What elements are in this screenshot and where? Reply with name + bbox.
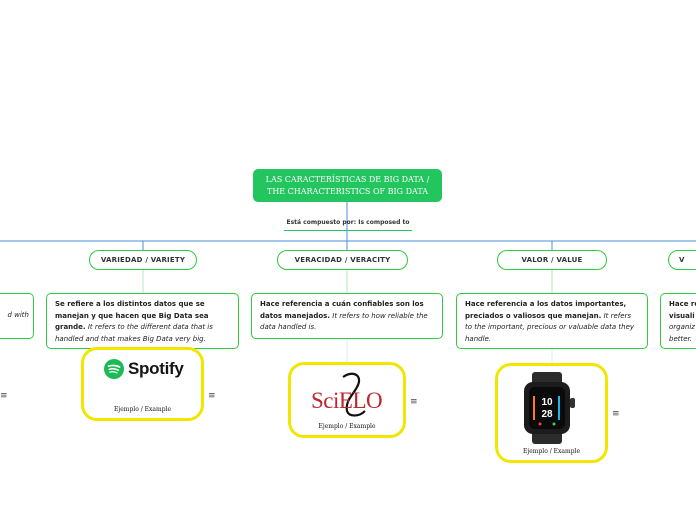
menu-icon[interactable]: ≡ (0, 391, 8, 401)
watch-minutes: 28 (541, 409, 553, 420)
scielo-logo: SciELO (305, 371, 391, 419)
spotify-icon (104, 359, 124, 379)
watch-hours: 10 (541, 397, 553, 408)
category-value-label: VALOR / VALUE (521, 256, 583, 264)
desc-partial-right-line4: better. (669, 334, 693, 343)
smartwatch-icon: 10 28 (524, 372, 575, 444)
desc-partial-right[interactable]: Hace re visuali organiz better. (660, 293, 696, 349)
menu-icon[interactable]: ≡ (208, 391, 216, 401)
desc-variety-es: Se refiere a los distintos datos que se … (55, 300, 209, 331)
desc-value-en: It refers to the important, precious or … (465, 311, 635, 343)
category-variety[interactable]: VARIEDAD / VARIETY (89, 250, 197, 270)
desc-partial-right-line1: Hace re (669, 300, 696, 308)
spotify-logo: Spotify (104, 359, 184, 379)
desc-value-es: Hace referencia a los datos importantes,… (465, 300, 627, 320)
desc-value[interactable]: Hace referencia a los datos importantes,… (456, 293, 648, 349)
category-partial-right-label: V (679, 256, 685, 264)
category-value[interactable]: VALOR / VALUE (497, 250, 607, 270)
connector-label: Está compuesto por: Is composed to (284, 216, 412, 231)
spotify-wordmark: Spotify (128, 359, 184, 378)
category-partial-right[interactable]: V (668, 250, 696, 270)
root-topic-label: LAS CARACTERÍSTICAS DE BIG DATA / THE CH… (265, 174, 430, 196)
desc-variety-en: It refers to the different data that is … (55, 323, 213, 343)
scielo-wordmark: SciELO (311, 388, 383, 413)
root-topic[interactable]: LAS CARACTERÍSTICAS DE BIG DATA / THE CH… (253, 169, 442, 202)
example-variety-caption: Ejemplo / Example (113, 406, 172, 413)
desc-veracity-en: It refers to how reliable the data handl… (260, 311, 428, 332)
menu-icon[interactable]: ≡ (612, 409, 620, 419)
example-value[interactable]: 10 28 Ejemplo / Example (495, 363, 608, 463)
scielo-swoosh-icon (342, 372, 366, 417)
example-veracity[interactable]: SciELO Ejemplo / Example (288, 362, 406, 438)
example-variety[interactable]: Spotify Ejemplo / Example (81, 347, 204, 421)
desc-partial-left[interactable]: d with (0, 293, 34, 339)
desc-partial-left-text: d with (7, 311, 29, 319)
menu-icon[interactable]: ≡ (410, 397, 418, 407)
example-veracity-caption: Ejemplo / Example (318, 423, 376, 430)
category-veracity-label: VERACIDAD / VERACITY (294, 256, 391, 264)
desc-partial-right-line2: visuali (669, 311, 695, 320)
category-veracity[interactable]: VERACIDAD / VERACITY (277, 250, 408, 270)
category-variety-label: VARIEDAD / VARIETY (100, 256, 186, 264)
example-value-caption: Ejemplo / Example (522, 448, 581, 455)
desc-veracity-es: Hace referencia a cuán confiables son lo… (260, 300, 424, 320)
desc-veracity[interactable]: Hace referencia a cuán confiables son lo… (251, 293, 443, 339)
desc-partial-right-line3: organiz (669, 323, 695, 331)
desc-variety[interactable]: Se refiere a los distintos datos que se … (46, 293, 239, 349)
